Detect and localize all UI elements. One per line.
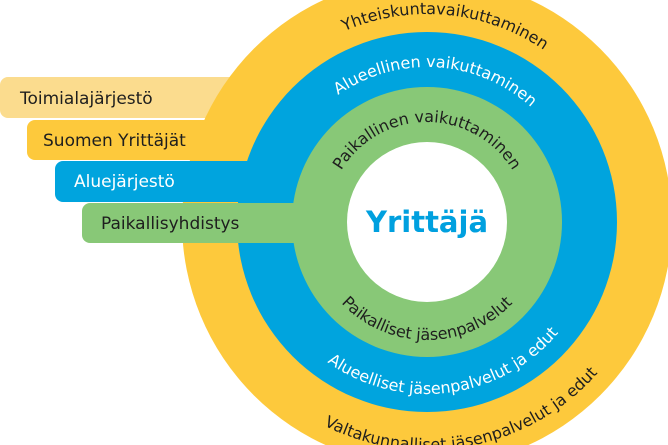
band-paikallisyhdistys — [82, 203, 427, 243]
level-label-aluejarjesto: Aluejärjestö — [74, 172, 175, 192]
level-label-suomen-yrittajat: Suomen Yrittäjät — [43, 131, 186, 151]
center-circle — [347, 142, 507, 302]
level-label-paikallisyhdistys: Paikallisyhdistys — [101, 214, 240, 234]
level-label-toimialajarjesto: Toimialajärjestö — [19, 89, 153, 109]
center-label: Yrittäjä — [365, 205, 488, 239]
